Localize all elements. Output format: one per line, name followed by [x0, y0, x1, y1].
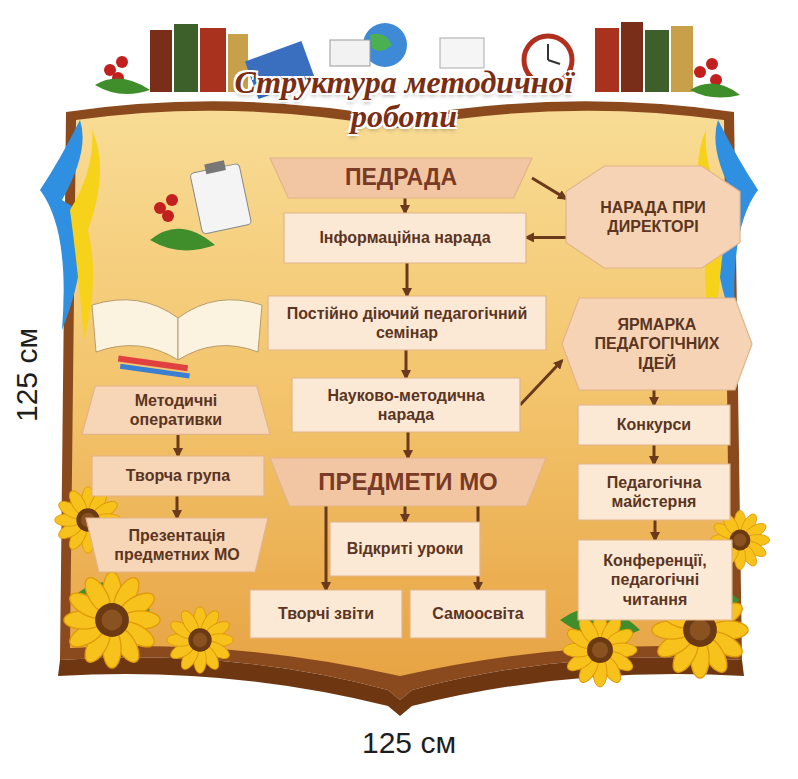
dimension-label: 125 см [10, 328, 44, 422]
director-meeting-octagon: НАРАДА ПРИ ДИРЕКТОРІ [566, 166, 740, 268]
connector-arrow [653, 445, 656, 464]
trapezoid-box: Презентація предметних МО [86, 518, 268, 572]
node-fill [270, 458, 546, 506]
node-text: НАРАДА ПРИ ДИРЕКТОРІ [586, 198, 720, 236]
node-text: Методичні оперативки [98, 391, 254, 429]
process-box: Науково-методична нарада [292, 378, 520, 432]
node-text: Постійно діючий педагогічний семінар [276, 304, 538, 342]
node-text: Науково-методична нарада [300, 386, 512, 424]
node-fill [578, 464, 730, 520]
process-box: Педагогічна майстерня [578, 464, 730, 520]
node-text: Самоосвіта [432, 604, 524, 623]
trapezoid-box: Методичні оперативки [82, 386, 270, 434]
node-text: Конференції, педагогічні читання [586, 551, 724, 609]
connector-arrow [176, 496, 179, 518]
node-fill [578, 405, 730, 445]
process-box: Постійно діючий педагогічний семінар [268, 296, 546, 350]
node-text: Інформаційна нарада [319, 228, 490, 247]
connector-arrow [404, 198, 407, 213]
connector-arrow [407, 432, 410, 458]
node-fill [250, 590, 402, 638]
connector-arrow [532, 178, 566, 199]
node-fill [82, 386, 270, 434]
node-fill [86, 518, 268, 572]
ideas-fair-hexagon: ЯРМАРКА ПЕДАГОГІЧНИХ ІДЕЙ [562, 298, 752, 390]
subjects-banner: ПРЕДМЕТИ МО [270, 458, 546, 506]
node-text: Творча група [126, 466, 230, 485]
node-fill [410, 590, 546, 638]
node-fill [268, 296, 546, 350]
node-text: Конкурси [617, 415, 691, 434]
node-fill [330, 522, 480, 576]
connector-arrow [177, 434, 180, 456]
process-box: Інформаційна нарада [284, 213, 526, 263]
node-fill [566, 166, 740, 268]
process-box: Творча група [92, 456, 264, 496]
node-outline [578, 464, 730, 520]
node-fill [578, 540, 732, 620]
node-outline [268, 296, 546, 350]
connector-arrow [404, 506, 407, 522]
connector-arrow [526, 236, 566, 239]
connector-arrow [405, 350, 408, 378]
node-text: ПРЕДМЕТИ МО [318, 468, 498, 497]
connector-arrow [653, 390, 656, 405]
connector-arrow [520, 361, 562, 405]
connector-arrow [406, 263, 409, 296]
node-outline [566, 166, 740, 268]
node-fill [92, 456, 264, 496]
meeting-banner: ПЕДРАДА [270, 158, 532, 198]
connector-arrow [654, 520, 657, 540]
connector-arrow [325, 506, 328, 590]
node-outline [292, 378, 520, 432]
process-box: Конкурси [578, 405, 730, 445]
process-box: Відкриті уроки [330, 522, 480, 576]
node-text: Відкриті уроки [347, 539, 464, 558]
dimension-label: 125 см [362, 726, 456, 760]
node-outline [86, 518, 268, 572]
node-text: ЯРМАРКА ПЕДАГОГІЧНИХ ІДЕЙ [582, 315, 732, 373]
diagram-title: Структура методичної роботи [234, 66, 574, 133]
node-text: Педагогічна майстерня [586, 473, 722, 511]
node-fill [284, 213, 526, 263]
process-box: Творчі звіти [250, 590, 402, 638]
node-text: Презентація предметних МО [102, 526, 252, 564]
node-fill [292, 378, 520, 432]
node-fill [562, 298, 752, 390]
node-fill [270, 158, 532, 198]
node-text: ПЕДРАДА [345, 164, 457, 192]
process-box: Самоосвіта [410, 590, 546, 638]
node-text: Творчі звіти [278, 604, 374, 623]
process-box: Конференції, педагогічні читання [578, 540, 732, 620]
